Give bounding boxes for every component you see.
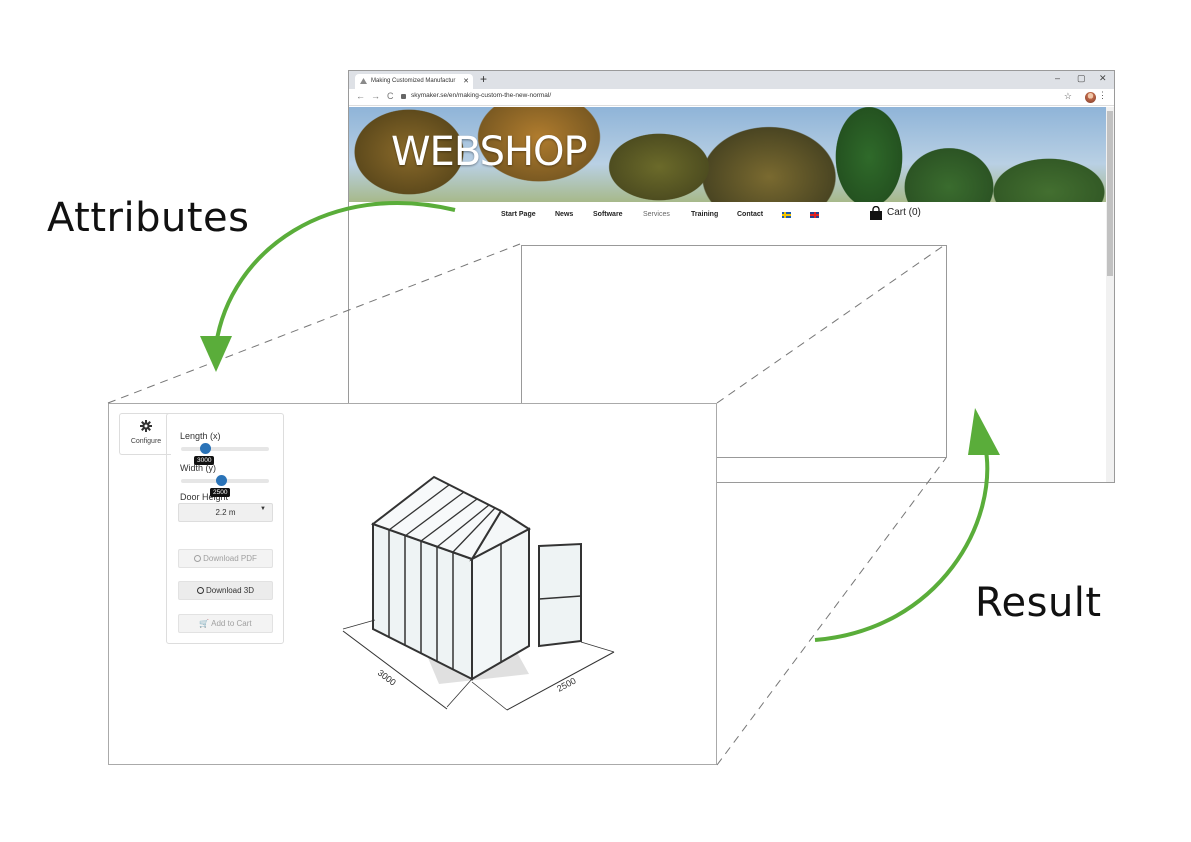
site-menu: Start Page News Software Services Traini… — [349, 211, 1106, 223]
attributes-arrowhead-icon — [200, 336, 232, 372]
configure-tab[interactable]: Configure — [119, 413, 171, 455]
webshop-banner: WEBSHOP — [349, 107, 1106, 202]
shopping-bag-icon — [870, 206, 882, 220]
menu-start-page[interactable]: Start Page — [501, 211, 536, 218]
close-window-button[interactable]: ✕ — [1099, 73, 1107, 83]
cart-icon: 🛒 — [199, 619, 212, 628]
download-pdf-button[interactable]: Download PDF — [178, 549, 273, 568]
back-button[interactable]: ← — [356, 91, 365, 101]
tab-title: Making Customized Manufactur — [371, 78, 456, 84]
english-flag-icon[interactable] — [810, 212, 819, 218]
scrollbar-thumb[interactable] — [1107, 111, 1113, 276]
add-to-cart-button[interactable]: 🛒 Add to Cart — [178, 614, 273, 633]
browser-menu-icon[interactable]: ⋮ — [1098, 90, 1107, 100]
menu-software[interactable]: Software — [593, 211, 623, 218]
greenhouse-3d-model[interactable]: 3000 2500 — [329, 474, 629, 764]
length-slider-track[interactable] — [181, 447, 269, 451]
forward-button[interactable]: → — [371, 91, 380, 101]
new-tab-button[interactable]: + — [480, 72, 488, 86]
length-dimension-label: 3000 — [376, 668, 398, 688]
menu-services[interactable]: Services — [643, 211, 670, 218]
result-label: Result — [975, 580, 1102, 626]
download-3d-label: Download 3D — [205, 586, 255, 595]
chevron-down-icon: ▼ — [260, 506, 266, 512]
address-bar-row: ← → C skymaker.se/en/making-custom-the-n… — [349, 89, 1114, 106]
add-to-cart-label: Add to Cart — [211, 619, 252, 628]
url-field[interactable]: skymaker.se/en/making-custom-the-new-nor… — [411, 92, 552, 99]
restore-button[interactable]: ▢ — [1077, 73, 1086, 83]
browser-tab[interactable]: Making Customized Manufactur ✕ — [355, 74, 473, 89]
tab-close-icon[interactable]: ✕ — [463, 78, 469, 85]
length-value-tooltip: 3000 — [194, 456, 215, 465]
door-height-select[interactable]: 2.2 m ▼ — [178, 503, 273, 522]
attributes-label: Attributes — [47, 195, 250, 241]
bookmark-star-icon[interactable]: ☆ — [1063, 91, 1072, 101]
download-pdf-label: Download PDF — [203, 554, 257, 563]
greenhouse-roof — [370, 475, 503, 561]
configure-options-box: Length (x) 3000 Width (y) 2500 Door Heig… — [166, 413, 284, 644]
download-icon — [194, 555, 202, 562]
menu-training[interactable]: Training — [691, 211, 719, 218]
configurator-panel: Configure Length (x) 3000 Width (y) 2500… — [108, 403, 717, 765]
profile-avatar[interactable] — [1085, 92, 1096, 103]
minimize-button[interactable]: – — [1055, 73, 1061, 83]
door-height-label: Door Height — [180, 492, 229, 502]
greenhouse-door — [538, 542, 582, 648]
width-dimension-label: 2500 — [555, 676, 577, 694]
width-label: Width (y) — [180, 463, 216, 473]
cart-label: Cart (0) — [887, 207, 921, 218]
width-value-tooltip-overlay: 2500 — [210, 488, 231, 497]
width-slider-handle[interactable] — [216, 475, 227, 486]
tab-bar: Making Customized Manufactur ✕ + – ▢ ✕ — [349, 71, 1114, 89]
connector-dashed-bottom-right — [716, 457, 947, 766]
page-scrollbar[interactable] — [1106, 107, 1114, 482]
download-icon — [196, 587, 204, 594]
length-label: Length (x) — [180, 431, 221, 441]
configure-tab-label: Configure — [130, 438, 162, 445]
length-slider-handle[interactable] — [200, 443, 211, 454]
site-favicon-icon — [360, 78, 367, 84]
lock-icon — [401, 94, 406, 99]
door-height-value: 2.2 m — [215, 508, 236, 517]
banner-title: WEBSHOP — [391, 129, 588, 175]
gear-icon — [140, 420, 152, 432]
menu-news[interactable]: News — [555, 211, 574, 218]
menu-contact[interactable]: Contact — [737, 211, 764, 218]
reload-button[interactable]: C — [387, 91, 394, 101]
swedish-flag-icon[interactable] — [782, 212, 791, 218]
download-3d-button[interactable]: Download 3D — [178, 581, 273, 600]
cart-link[interactable]: Cart (0) — [870, 206, 921, 220]
